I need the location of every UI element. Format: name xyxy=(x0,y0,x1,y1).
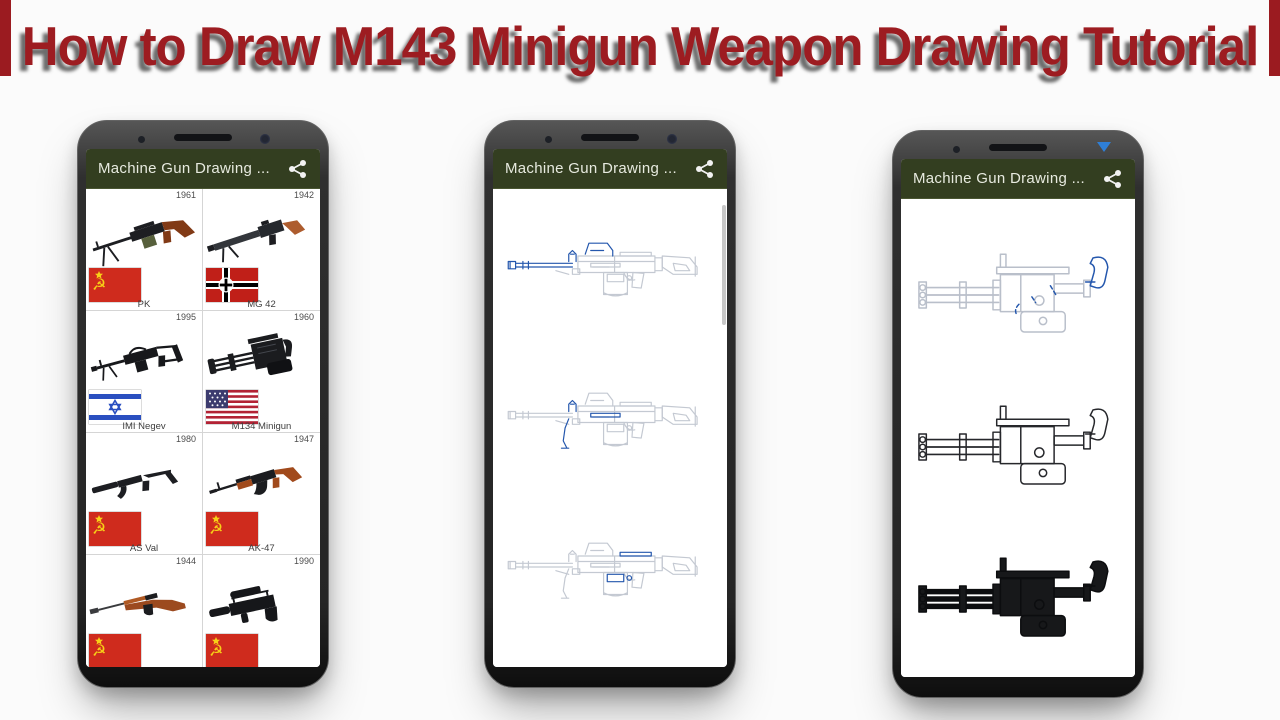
app-screen-minigun-steps: Machine Gun Drawing ... xyxy=(901,159,1135,677)
phone-mockup-right: Machine Gun Drawing ... xyxy=(892,130,1144,698)
gun-name: AK-47 xyxy=(248,543,275,554)
share-icon[interactable] xyxy=(695,158,715,179)
wifi-status-icon xyxy=(1097,142,1111,152)
gun-card-wooden-rifle[interactable]: 1944 xyxy=(86,555,203,667)
phone-mockup-left: Machine Gun Drawing ... 1961 PK 1942 MG … xyxy=(77,120,329,688)
tutorial-step-3-image[interactable] xyxy=(500,523,720,611)
as-val-image xyxy=(91,466,179,506)
gun-year: 1990 xyxy=(293,556,314,566)
phone-sensor-dot xyxy=(953,146,960,153)
app-bar: Machine Gun Drawing ... xyxy=(86,149,320,189)
app-bar: Machine Gun Drawing ... xyxy=(901,159,1135,199)
imi-negev-image xyxy=(88,336,185,386)
gun-year: 1960 xyxy=(293,312,314,322)
flag-usa-icon xyxy=(206,390,258,424)
tutorial-step-2-image[interactable] xyxy=(500,373,720,461)
flag-nazi-war-ensign-icon xyxy=(206,268,258,302)
tutorial-step-1-image[interactable] xyxy=(500,223,720,311)
app-bar-title: Machine Gun Drawing ... xyxy=(505,160,677,177)
gun-year: 1995 xyxy=(175,312,196,322)
gun-year: 1947 xyxy=(293,434,314,444)
phone-speaker xyxy=(174,134,232,141)
mg-42-image xyxy=(205,208,308,267)
gun-card-mg42[interactable]: 1942 MG 42 xyxy=(203,189,320,311)
tutorial-step-list xyxy=(493,189,727,667)
gun-year: 1961 xyxy=(175,190,196,200)
app-bar-title: Machine Gun Drawing ... xyxy=(98,160,270,177)
gun-name: MG 42 xyxy=(247,299,276,310)
minigun-step-3-image[interactable] xyxy=(907,549,1129,649)
app-bar-title: Machine Gun Drawing ... xyxy=(913,170,1085,187)
phone-camera-dot xyxy=(667,134,677,144)
gun-card-m134-minigun[interactable]: 1960 M134 Minigun xyxy=(203,311,320,433)
gun-card-ak-47[interactable]: 1947 AK-47 xyxy=(203,433,320,555)
gun-name: IMI Negev xyxy=(122,421,166,432)
ak-47-image xyxy=(207,458,304,509)
minigun-step-1-image[interactable] xyxy=(907,245,1129,345)
phone-speaker xyxy=(989,144,1047,151)
phone-speaker xyxy=(581,134,639,141)
gun-year: 1942 xyxy=(293,190,314,200)
phone-sensor-dot xyxy=(545,136,552,143)
flag-ussr-icon xyxy=(206,512,258,546)
flag-ussr-icon xyxy=(89,512,141,546)
gun-name: AS Val xyxy=(129,543,159,554)
pk-machine-gun-image xyxy=(89,208,198,269)
minigun-step-2-image[interactable] xyxy=(907,397,1129,497)
red-border-right xyxy=(1269,0,1280,76)
gun-year: 1980 xyxy=(175,434,196,444)
wooden-rifle-image xyxy=(89,586,186,631)
app-screen-gun-list: Machine Gun Drawing ... 1961 PK 1942 MG … xyxy=(86,149,320,667)
gun-name: M134 Minigun xyxy=(231,421,292,432)
tutorial-step-list xyxy=(901,199,1135,677)
gun-name: PK xyxy=(137,299,151,310)
flag-israel-icon xyxy=(89,390,141,424)
scrollbar[interactable] xyxy=(722,205,726,325)
app-bar: Machine Gun Drawing ... xyxy=(493,149,727,189)
phone-mockup-middle: Machine Gun Drawing ... xyxy=(484,120,736,688)
gun-card-pk[interactable]: 1961 PK xyxy=(86,189,203,311)
gun-card-bullpup-rifle[interactable]: 1990 xyxy=(203,555,320,667)
banner-title: How to Draw M143 Minigun Weapon Drawing … xyxy=(21,15,1260,77)
share-icon[interactable] xyxy=(288,158,308,179)
app-screen-tutorial-steps: Machine Gun Drawing ... xyxy=(493,149,727,667)
flag-ussr-icon xyxy=(206,634,258,667)
flag-ussr-icon xyxy=(89,268,141,302)
gun-card-imi-negev[interactable]: 1995 IMI Negev xyxy=(86,311,203,433)
gun-card-as-val[interactable]: 1980 AS Val xyxy=(86,433,203,555)
m134-minigun-image xyxy=(205,329,299,389)
bullpup-rifle-image xyxy=(205,582,281,636)
share-icon[interactable] xyxy=(1103,168,1123,189)
gun-list-grid: 1961 PK 1942 MG 42 1995 IMI Negev 1960 M… xyxy=(86,189,320,667)
phone-sensor-dot xyxy=(138,136,145,143)
red-border-left xyxy=(0,0,11,76)
gun-year: 1944 xyxy=(175,556,196,566)
flag-ussr-icon xyxy=(89,634,141,667)
phone-camera-dot xyxy=(260,134,270,144)
